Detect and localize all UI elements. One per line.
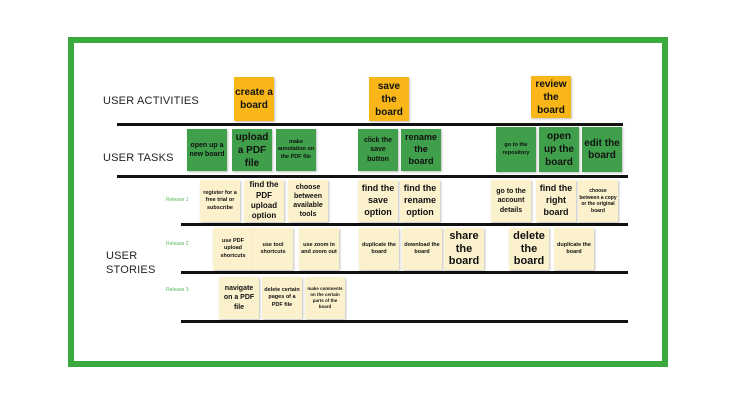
board-frame [68, 37, 668, 367]
divider [117, 123, 623, 126]
divider [181, 271, 628, 274]
activity-sticky[interactable]: save the board [369, 77, 409, 121]
user-stories-label: USER STORIES [106, 250, 156, 276]
story-sticky[interactable]: use tool shortcuts [253, 228, 293, 270]
story-sticky[interactable]: share the board [444, 228, 484, 270]
story-sticky[interactable]: download the board [402, 228, 442, 270]
story-sticky[interactable]: delete the board [509, 228, 549, 270]
story-sticky[interactable]: navigate on a PDF file [219, 277, 259, 319]
story-sticky[interactable]: choose between available tools [288, 180, 328, 222]
divider [117, 175, 628, 178]
release-1-label: Release 1 [166, 197, 189, 203]
story-sticky[interactable]: find the right board [536, 180, 576, 222]
story-sticky[interactable]: find the rename option [400, 180, 440, 222]
task-sticky[interactable]: open up a new board [187, 129, 227, 171]
story-sticky[interactable]: delete certain pages of a PDF file [262, 277, 302, 319]
activity-sticky[interactable]: create a board [234, 77, 274, 121]
divider [181, 320, 628, 323]
task-sticky[interactable]: edit the board [582, 127, 622, 172]
story-sticky[interactable]: make comments on the certain parts of th… [305, 277, 345, 319]
task-sticky[interactable]: go to the repository [496, 127, 536, 172]
story-sticky[interactable]: duplicate the board [554, 228, 594, 270]
task-sticky[interactable]: rename the board [401, 129, 441, 171]
story-sticky[interactable]: find the PDF upload option [244, 180, 284, 222]
story-sticky[interactable]: find the save option [358, 180, 398, 222]
story-sticky[interactable]: duplicate the board [359, 228, 399, 270]
release-3-label: Release 3 [166, 287, 189, 293]
story-sticky[interactable]: register for a free trial or subscribe [200, 180, 240, 222]
task-sticky[interactable]: click the save button [358, 129, 398, 171]
user-tasks-label: USER TASKS [103, 152, 174, 164]
task-sticky[interactable]: open up the board [539, 127, 579, 172]
story-sticky[interactable]: use zoom in and zoom out [299, 228, 339, 270]
task-sticky[interactable]: upload a PDF file [232, 129, 272, 171]
task-sticky[interactable]: make annotation on the PDF file [276, 129, 316, 171]
activity-sticky[interactable]: review the board [531, 76, 571, 118]
divider [181, 223, 628, 226]
story-sticky[interactable]: go to the account details [491, 180, 531, 222]
story-sticky[interactable]: use PDF upload shortcuts [213, 228, 253, 270]
release-2-label: Release 2 [166, 241, 189, 247]
story-sticky[interactable]: choose between a copy or the original bo… [578, 180, 618, 222]
user-activities-label: USER ACTIVITIES [103, 95, 199, 107]
